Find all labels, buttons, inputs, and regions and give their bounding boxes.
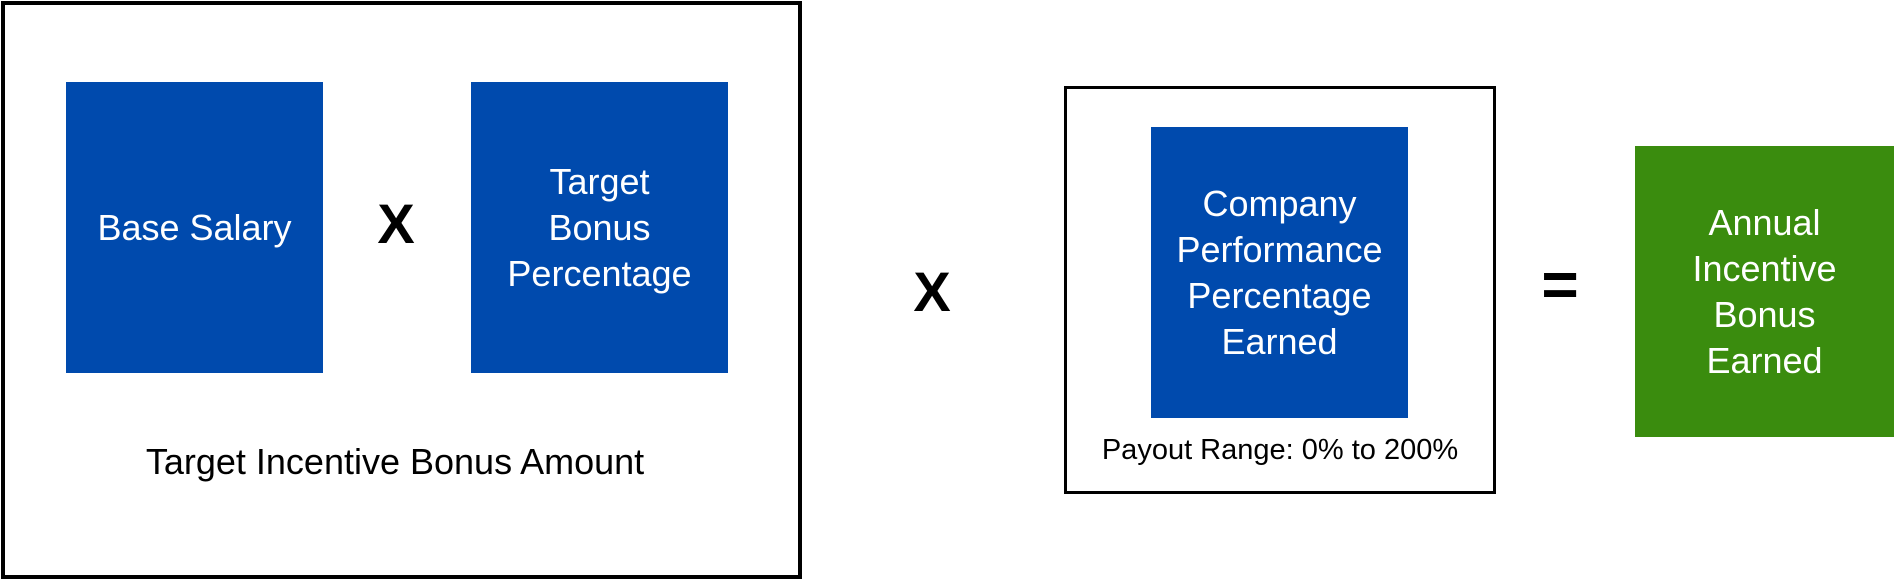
company-performance-label-line: Percentage xyxy=(1187,274,1372,316)
company-performance-label-line: Earned xyxy=(1221,320,1338,362)
target-bonus-percentage-label-line: Bonus xyxy=(548,206,651,248)
multiply-operator: X xyxy=(377,192,415,255)
company-performance-box: Company Performance Percentage Earned xyxy=(1151,127,1408,418)
target-bonus-percentage-box: Target Bonus Percentage xyxy=(471,82,728,373)
annual-incentive-label-line: Bonus xyxy=(1713,293,1816,335)
target-bonus-percentage-label-line: Percentage xyxy=(507,252,692,294)
annual-incentive-label-line: Earned xyxy=(1706,339,1823,381)
company-performance-label-line: Performance xyxy=(1176,228,1383,270)
target-bonus-percentage-label-line: Target xyxy=(549,160,650,202)
payout-range-caption: Payout Range: 0% to 200% xyxy=(1101,434,1459,466)
company-performance-label-line: Company xyxy=(1202,182,1357,224)
target-incentive-bonus-caption: Target Incentive Bonus Amount xyxy=(145,441,645,482)
base-salary-label: Base Salary xyxy=(97,206,292,248)
annual-incentive-label-line: Incentive xyxy=(1692,247,1837,289)
equals-operator: = xyxy=(1541,248,1579,320)
base-salary-box: Base Salary xyxy=(66,82,323,373)
annual-incentive-bonus-earned-box: Annual Incentive Bonus Earned xyxy=(1635,146,1894,437)
annual-incentive-label-line: Annual xyxy=(1708,201,1821,243)
multiply-operator: X xyxy=(913,260,951,323)
